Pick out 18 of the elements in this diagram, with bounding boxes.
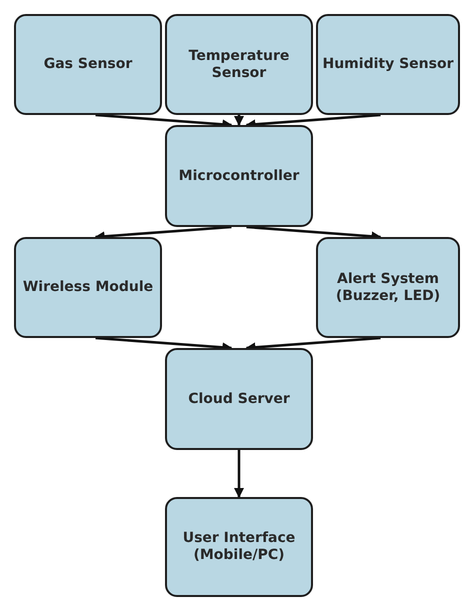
- process-box: [14, 237, 162, 338]
- node-label: Microcontroller: [178, 168, 300, 184]
- arrow: [234, 115, 244, 126]
- node-label: User Interface (Mobile/PC): [182, 530, 296, 564]
- process-box: [316, 237, 460, 338]
- process-box: [14, 14, 162, 115]
- node-label: Temperature Sensor: [188, 48, 290, 82]
- process-box: [165, 125, 313, 227]
- node-label: Alert System (Buzzer, LED): [334, 270, 442, 304]
- process-box: [165, 497, 313, 597]
- node-label: Humidity Sensor: [322, 56, 454, 73]
- process-box: [165, 348, 313, 450]
- process-box: [316, 14, 460, 115]
- node-label: Wireless Module: [22, 279, 154, 296]
- node-label: Gas Sensor: [42, 56, 134, 73]
- process-box: [165, 14, 313, 115]
- arrow: [234, 450, 244, 498]
- node-label: Cloud Server: [187, 390, 291, 408]
